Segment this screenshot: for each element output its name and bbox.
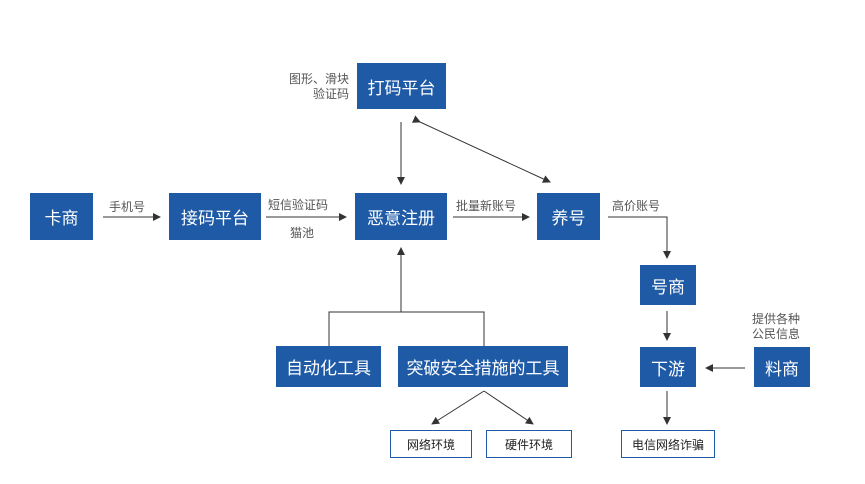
label-cat-pool: 猫池 [290, 226, 315, 240]
node-telecom-fraud: 电信网络诈骗 [621, 430, 715, 458]
edge-bypass-to-hardware [483, 390, 534, 425]
label-phone-number: 手机号 [109, 200, 146, 214]
node-nurture: 养号 [537, 193, 600, 240]
label-captcha-type: 图形、滑块 验证码 [276, 72, 349, 102]
label-captcha-type-line1: 图形、滑块 [288, 72, 349, 86]
node-network-env: 网络环境 [390, 430, 472, 458]
label-batch-accounts: 批量新账号 [456, 199, 517, 213]
node-bypass-tools: 突破安全措施的工具 [398, 346, 568, 387]
node-sms-platform: 接码平台 [169, 193, 261, 240]
label-citizen-info: 提供各种 公民信息 [752, 312, 800, 342]
label-captcha-type-line2: 验证码 [312, 87, 349, 101]
node-malicious-register: 恶意注册 [355, 193, 447, 240]
label-sms-code: 短信验证码 [268, 198, 329, 212]
edge-bypass-to-network [431, 390, 485, 425]
edge-tools-bracket [328, 311, 485, 346]
label-citizen-info-line2: 公民信息 [752, 327, 801, 341]
node-data-dealer: 料商 [754, 347, 810, 387]
node-captcha-platform: 打码平台 [357, 63, 446, 109]
edge-nurture-to-account-dealer [608, 216, 671, 259]
label-citizen-info-line1: 提供各种 [752, 312, 801, 326]
node-automation-tools: 自动化工具 [276, 346, 381, 387]
node-downstream: 下游 [640, 347, 696, 387]
edge-captcha-nurture-bidirectional [411, 115, 551, 183]
node-hardware-env: 硬件环境 [486, 430, 572, 458]
node-account-dealer: 号商 [640, 265, 696, 305]
label-high-price-accounts: 高价账号 [612, 199, 661, 213]
node-card-dealer: 卡商 [30, 193, 93, 240]
